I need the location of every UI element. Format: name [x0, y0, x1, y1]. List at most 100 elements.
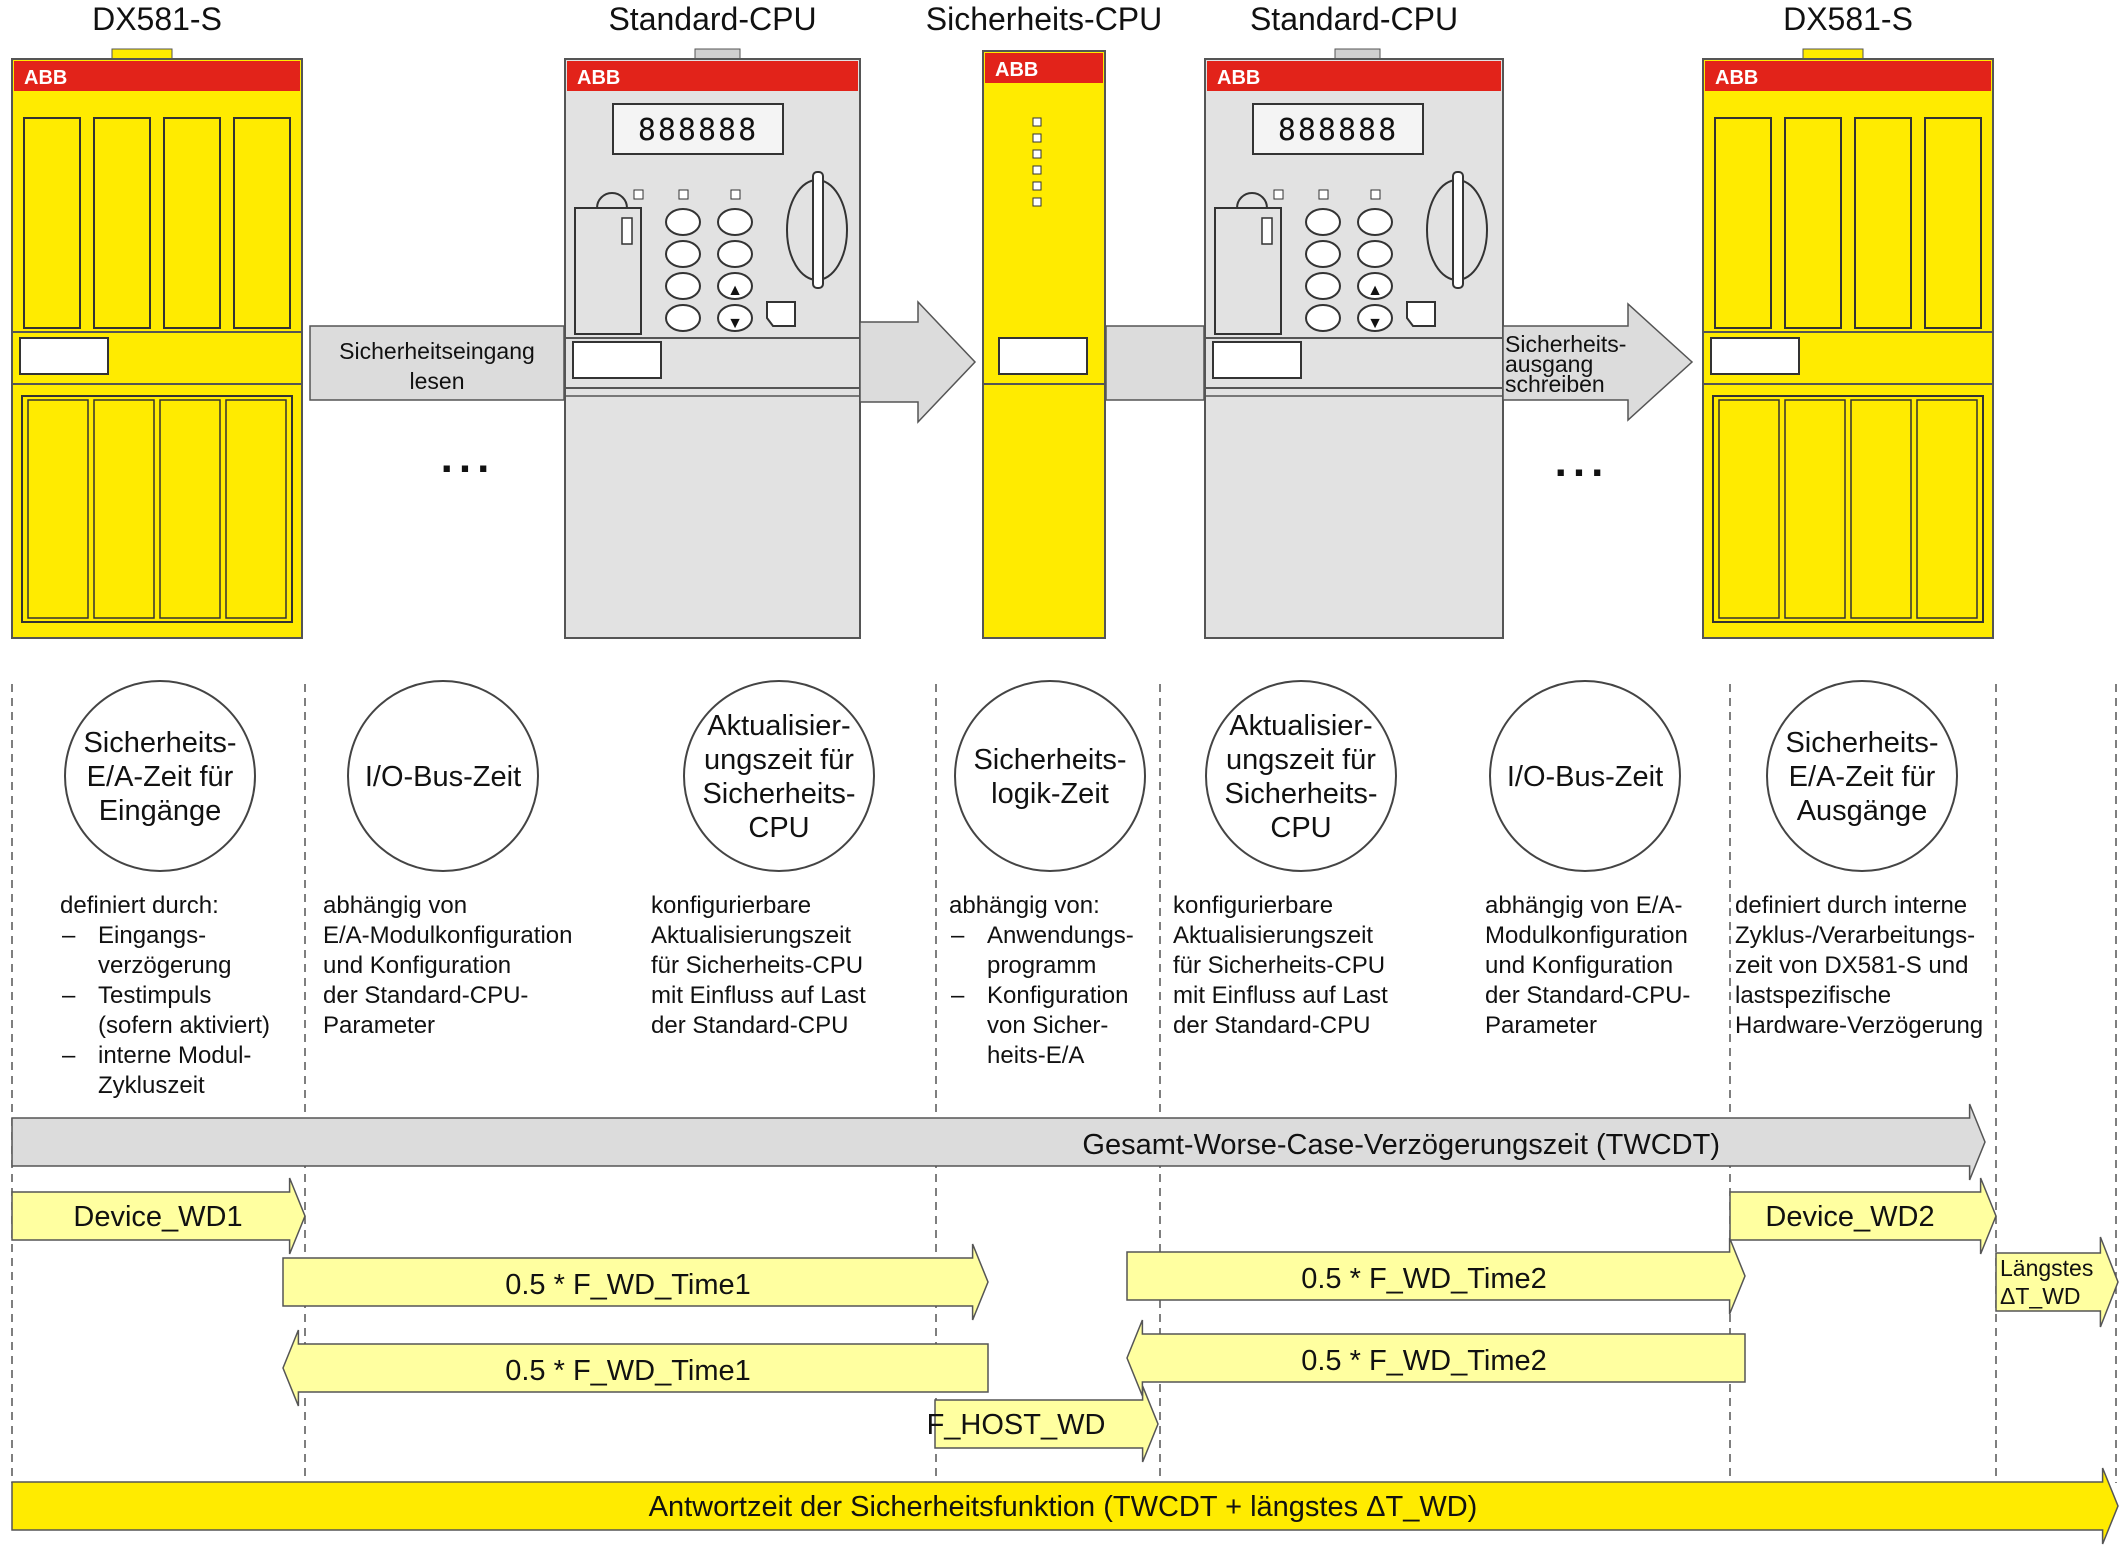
- keypad-button: [1357, 208, 1393, 236]
- phase-description-line: und Konfiguration: [323, 952, 511, 979]
- device-title: DX581-S: [92, 1, 222, 37]
- status-led: [1032, 181, 1042, 191]
- read-input-label-line: Sicherheitseingang: [339, 338, 535, 364]
- twcdt-label: Gesamt-Worse-Case-Verzögerungszeit (TWCD…: [1082, 1129, 1720, 1161]
- battery-icon: [1261, 217, 1273, 245]
- phase-description-line: definiert durch:: [60, 892, 219, 919]
- phase-description-line: E/A-Modulkonfiguration: [323, 922, 572, 949]
- phase-description-line: Modulkonfiguration: [1485, 922, 1688, 949]
- phase-circle-label-line: E/A-Zeit für: [1789, 761, 1936, 793]
- phase-description-line: Eingangs-: [98, 922, 206, 949]
- phase-circle: [64, 680, 256, 872]
- battery-icon: [621, 217, 633, 245]
- longest-wd-label-line: Längstes: [2000, 1255, 2093, 1281]
- phase-description-line: konfigurierbare: [1173, 892, 1333, 919]
- device-title: Standard-CPU: [1250, 1, 1458, 37]
- status-led: [1032, 133, 1042, 143]
- f-wd-time1-forward-label: 0.5 * F_WD_Time1: [505, 1269, 751, 1301]
- read-input-bar: [309, 325, 565, 401]
- keypad-button: [1357, 272, 1393, 300]
- sd-card-icon: [766, 301, 796, 327]
- lcd-digits: 888888: [1278, 113, 1398, 148]
- phase-7: Sicherheits-E/A-Zeit fürAusgängedefinier…: [1735, 680, 1983, 1039]
- label-window: [1710, 337, 1800, 375]
- device-wd2-label: Device_WD2: [1765, 1201, 1934, 1233]
- phase-description-line: für Sicherheits-CPU: [1173, 952, 1385, 979]
- phase-circle: [347, 680, 539, 872]
- phase-description-line: Parameter: [323, 1012, 435, 1039]
- device-title: DX581-S: [1783, 1, 1913, 37]
- phase-circle-label-line: ungszeit für: [1226, 744, 1376, 776]
- f-wd-time2-forward-label: 0.5 * F_WD_Time2: [1301, 1263, 1547, 1295]
- status-led: [1032, 117, 1042, 127]
- lcd-display: [612, 103, 784, 155]
- phase-description-line: (sofern aktiviert): [98, 1012, 270, 1039]
- terminal-block: [1854, 117, 1912, 329]
- abb-stripe: [1705, 61, 1991, 91]
- phase-circle-label-line: Sicherheits-: [973, 744, 1126, 776]
- phase-circle: [1766, 680, 1958, 872]
- phase-circle: [1205, 680, 1397, 872]
- longest-wd-arrow: [1995, 1236, 2119, 1328]
- phase-circle-label-line: CPU: [1270, 812, 1331, 844]
- phase-description-line: Aktualisierungszeit: [651, 922, 851, 949]
- phase-circle-label-line: E/A-Zeit für: [87, 761, 234, 793]
- keypad-button: [1357, 240, 1393, 268]
- phase-circle-label-line: I/O-Bus-Zeit: [1507, 761, 1663, 793]
- phase-circle-label-line: ungszeit für: [704, 744, 854, 776]
- io-terminal: [1784, 399, 1846, 619]
- device-title: Standard-CPU: [608, 1, 816, 37]
- phase-description-line: definiert durch interne: [1735, 892, 1967, 919]
- keypad-button: [717, 304, 753, 332]
- phase-description-line: lastspezifische: [1735, 982, 1891, 1009]
- phase-description-line: Zykluszeit: [98, 1072, 205, 1099]
- io-terminal: [27, 399, 89, 619]
- phase-description-line: interne Modul-: [98, 1042, 251, 1069]
- phase-description-line: der Standard-CPU-: [323, 982, 528, 1009]
- phase-description-line: abhängig von: [323, 892, 467, 919]
- lcd-display: [1252, 103, 1424, 155]
- label-window: [998, 337, 1088, 375]
- phase-description-line: programm: [987, 952, 1096, 979]
- device-wd1-arrow: [11, 1177, 306, 1255]
- phase-circle: [954, 680, 1146, 872]
- phase-circle-label-line: Sicherheits-: [83, 727, 236, 759]
- bullet-dash: –: [951, 982, 965, 1009]
- lcd-digits: 888888: [638, 113, 758, 148]
- keypad-button: [1357, 304, 1393, 332]
- phase-description-line: der Standard-CPU: [1173, 1012, 1370, 1039]
- abb-stripe: [985, 53, 1103, 83]
- keypad-button: [1305, 208, 1341, 236]
- up-arrow-icon: ▲: [727, 282, 743, 299]
- abb-stripe: [14, 61, 300, 91]
- phase-description-line: verzögerung: [98, 952, 231, 979]
- phase-description-line: mit Einfluss auf Last: [1173, 982, 1388, 1009]
- phase-circle-label-line: Ausgänge: [1797, 795, 1928, 827]
- device-wd1-label: Device_WD1: [73, 1201, 242, 1233]
- label-window: [572, 341, 662, 379]
- terminal-block: [93, 117, 151, 329]
- keypad-button: [1305, 304, 1341, 332]
- phase-description-line: heits-E/A: [987, 1042, 1084, 1069]
- dx1-device: ABB DX581-S: [11, 1, 303, 639]
- terminal-block: [1924, 117, 1982, 329]
- phase-description-line: abhängig von:: [949, 892, 1100, 919]
- phase-description-line: Konfiguration: [987, 982, 1128, 1009]
- abb-logo: ABB: [24, 67, 67, 89]
- up-arrow-icon: ▲: [1367, 282, 1383, 299]
- phase-circle-label-line: CPU: [748, 812, 809, 844]
- ellipsis-left: ...: [441, 433, 496, 482]
- phase-description-line: konfigurierbare: [651, 892, 811, 919]
- response-time-label: Antwortzeit der Sicherheitsfunktion (TWC…: [649, 1491, 1478, 1523]
- keypad-button: [717, 208, 753, 236]
- phase-1: Sicherheits-E/A-Zeit fürEingängedefinier…: [60, 680, 270, 1099]
- phase-description-line: Parameter: [1485, 1012, 1597, 1039]
- sd-card-eject: [1452, 171, 1464, 289]
- terminal-block: [1784, 117, 1842, 329]
- io-terminal: [1718, 399, 1780, 619]
- status-led: [1032, 149, 1042, 159]
